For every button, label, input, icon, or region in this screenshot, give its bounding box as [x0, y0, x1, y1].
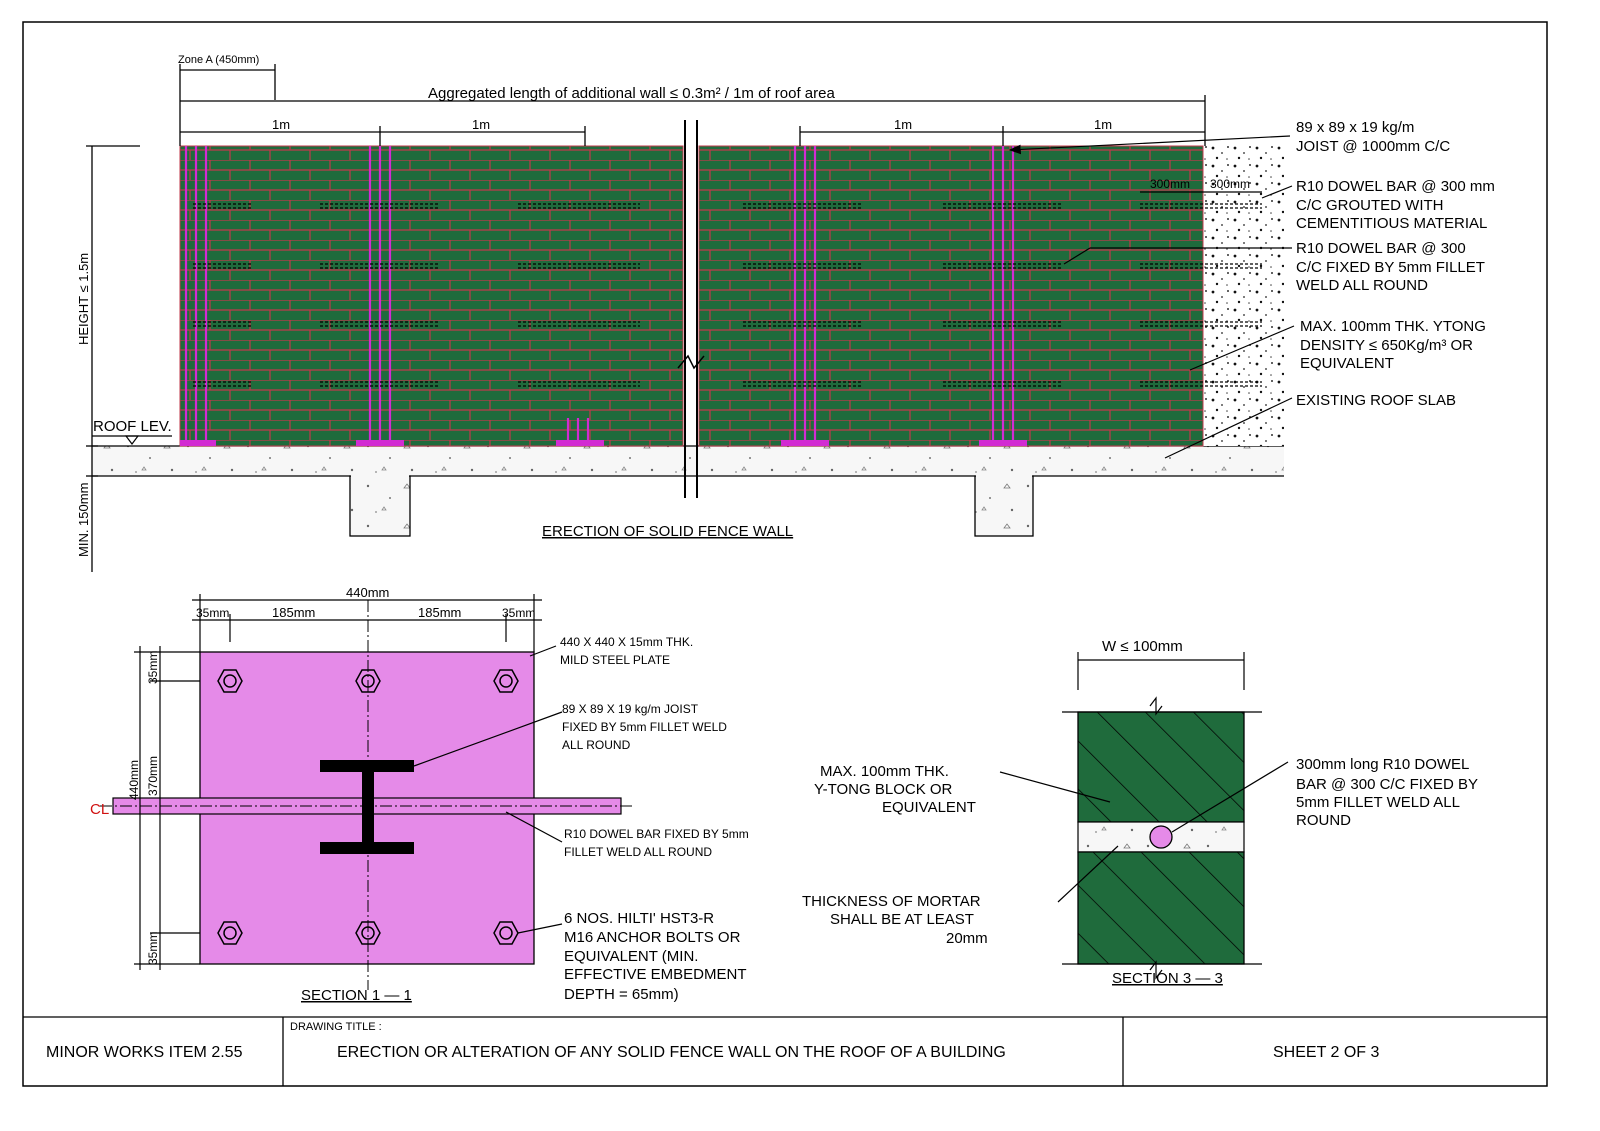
note-block-2: Y-TONG BLOCK OR	[814, 781, 953, 798]
note-dowel-1: R10 DOWEL BAR FIXED BY 5mm	[564, 827, 749, 841]
dim-185mm-left: 185mm	[272, 605, 315, 620]
section-3-3: W ≤ 100mm SECTION 3 — 3 MAX. 100mm THK. …	[802, 638, 1478, 987]
note-dowel-weld-1: R10 DOWEL BAR @ 300	[1296, 240, 1466, 257]
dowel-bars	[193, 203, 1262, 387]
note-dowel33-1: 300mm long R10 DOWEL	[1296, 756, 1469, 773]
note-mortar-2: SHALL BE AT LEAST	[830, 911, 974, 928]
existing-parapet	[1203, 146, 1284, 446]
dim-440mm-top: 440mm	[346, 585, 389, 600]
fence-wall-right	[698, 145, 1204, 447]
dim-300mm: 300mm	[1150, 177, 1190, 191]
i-beam	[320, 760, 414, 854]
drawing-title: ERECTION OR ALTERATION OF ANY SOLID FENC…	[337, 1044, 1006, 1061]
note-ytong-2: DENSITY ≤ 650Kg/m³ OR	[1300, 337, 1473, 354]
dim-370mm-vertical: 370mm	[146, 756, 160, 796]
joists	[184, 146, 1015, 446]
note-dowel-grout-3: CEMENTITIOUS MATERIAL	[1296, 215, 1487, 232]
dim-300mm: 300mm	[1210, 177, 1250, 191]
note-existing-slab: EXISTING ROOF SLAB	[1296, 392, 1456, 409]
note-dowel-weld-2: C/C FIXED BY 5mm FILLET	[1296, 259, 1485, 276]
section-1-title: SECTION 1 — 1	[301, 987, 412, 1004]
note-joist-3: ALL ROUND	[562, 738, 631, 752]
note-block-3: EQUIVALENT	[882, 799, 976, 816]
centerline-symbol: CL	[90, 801, 109, 818]
ytong-block-upper	[1077, 711, 1245, 823]
dim-35mm-vertical-top: 35mm	[146, 651, 160, 684]
note-ytong-1: MAX. 100mm THK. YTONG	[1300, 318, 1486, 335]
aggregated-length-label: Aggregated length of additional wall ≤ 0…	[428, 85, 835, 102]
note-block-1: MAX. 100mm THK.	[820, 763, 949, 780]
height-label: HEIGHT ≤ 1.5m	[76, 253, 91, 345]
dim-35mm-right: 35mm	[502, 606, 535, 620]
note-joist-1: 89 x 89 x 19 kg/m	[1296, 119, 1414, 136]
sheet-frame	[22, 21, 1548, 1087]
section-1-leaders	[413, 645, 563, 934]
note-dowel-grout-1: R10 DOWEL BAR @ 300 mm	[1296, 178, 1495, 195]
section-3-lines	[999, 652, 1289, 980]
dim-1m: 1m	[1094, 117, 1112, 132]
dim-35mm-vertical-bottom: 35mm	[146, 932, 160, 965]
anchor-bolts	[217, 669, 519, 945]
dim-440mm-vertical: 440mm	[127, 760, 141, 800]
section-1-1: 440mm 35mm 185mm 185mm 35mm 35mm 440mm 3…	[90, 585, 749, 1004]
note-plate-1: 440 X 440 X 15mm THK.	[560, 635, 693, 649]
note-bolts-1: 6 NOS. HILTI' HST3-R	[564, 910, 714, 927]
note-ytong-3: EQUIVALENT	[1300, 355, 1394, 372]
elevation-dimensions	[86, 64, 1262, 572]
note-bolts-2: M16 ANCHOR BOLTS OR	[564, 929, 741, 946]
roof-slab	[92, 446, 1284, 476]
section-3-title: SECTION 3 — 3	[1112, 970, 1223, 987]
note-bolts-3: EQUIVALENT (MIN.	[564, 948, 698, 965]
dim-185mm-right: 185mm	[418, 605, 461, 620]
drawing-title-label: DRAWING TITLE :	[290, 1021, 382, 1033]
sheet-number: SHEET 2 OF 3	[1273, 1044, 1380, 1061]
elevation-title: ERECTION OF SOLID FENCE WALL	[542, 523, 793, 540]
roof-beam-left	[349, 475, 411, 537]
minor-works-item: MINOR WORKS ITEM 2.55	[46, 1044, 243, 1061]
elevation-view: Zone A (450mm) Aggregated length of addi…	[76, 54, 1495, 572]
note-dowel-2: FILLET WELD ALL ROUND	[564, 845, 712, 859]
dowel-bar-section	[1149, 825, 1173, 849]
note-dowel33-4: ROUND	[1296, 812, 1351, 829]
roof-beam-right	[974, 475, 1034, 537]
note-dowel33-3: 5mm FILLET WELD ALL	[1296, 794, 1460, 811]
roof-level-label: ROOF LEV.	[93, 418, 172, 435]
break-lines	[677, 120, 705, 498]
note-dowel-grout-2: C/C GROUTED WITH	[1296, 197, 1444, 214]
dim-1m: 1m	[894, 117, 912, 132]
min-150-label: MIN. 150mm	[76, 483, 91, 557]
elevation-leaders	[1008, 135, 1295, 459]
dim-1m: 1m	[272, 117, 290, 132]
note-plate-2: MILD STEEL PLATE	[560, 653, 670, 667]
base-plates	[180, 440, 1027, 446]
note-joist-1: 89 X 89 X 19 kg/m JOIST	[562, 702, 699, 716]
note-dowel-weld-3: WELD ALL ROUND	[1296, 277, 1428, 294]
width-label: W ≤ 100mm	[1102, 638, 1183, 655]
note-bolts-5: DEPTH = 65mm)	[564, 986, 679, 1003]
note-mortar-1: THICKNESS OF MORTAR	[802, 893, 981, 910]
note-mortar-3: 20mm	[946, 930, 988, 947]
note-dowel33-2: BAR @ 300 C/C FIXED BY	[1296, 776, 1478, 793]
dim-1m: 1m	[472, 117, 490, 132]
note-bolts-4: EFFECTIVE EMBEDMENT	[564, 966, 747, 983]
ytong-block-lower	[1077, 851, 1245, 965]
dim-35mm-left: 35mm	[196, 606, 229, 620]
note-joist-2: FIXED BY 5mm FILLET WELD	[562, 720, 727, 734]
note-joist-2: JOIST @ 1000mm C/C	[1296, 138, 1450, 155]
zone-a-label: Zone A (450mm)	[178, 54, 259, 66]
fence-wall-left	[179, 145, 684, 447]
title-block: MINOR WORKS ITEM 2.55 DRAWING TITLE : ER…	[23, 1016, 1547, 1086]
section-1-dimensions	[134, 594, 542, 970]
